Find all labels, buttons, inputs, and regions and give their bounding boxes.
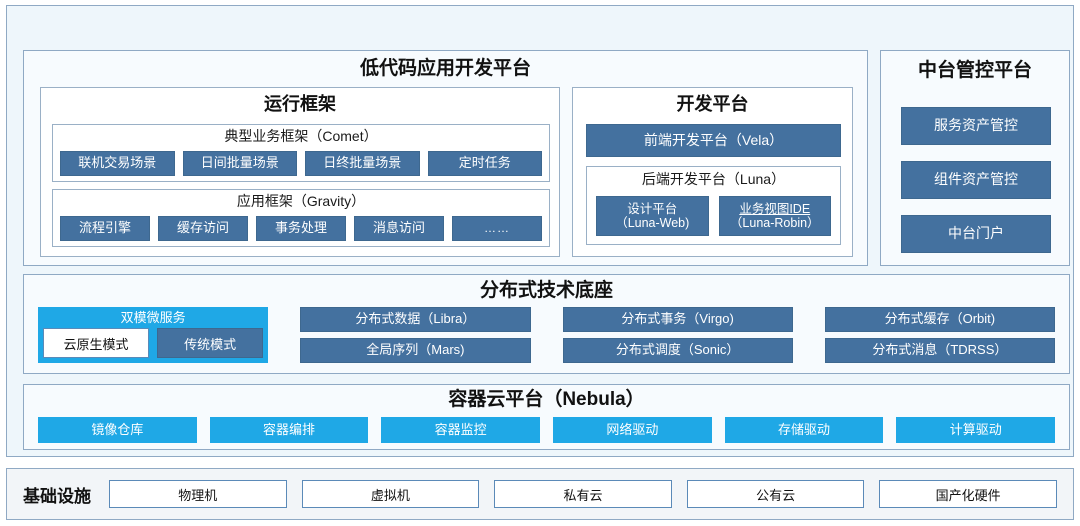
luna-items: 设计平台 （Luna-Web) 业务视图IDE （Luna-Robin） bbox=[596, 196, 831, 236]
gravity-header: 应用框架（Gravity） bbox=[236, 193, 366, 209]
distributed-transaction-virgo[interactable]: 分布式事务（Virgo) bbox=[562, 307, 793, 332]
dual-mode-cloud-native[interactable]: 云原生模式 bbox=[43, 328, 150, 358]
lowcode-platform-panel: 低代码应用开发平台 运行框架 典型业务框架（Comet） 联机交易场景 日间批量… bbox=[23, 50, 868, 266]
gravity-items: 流程引擎 缓存访问 事务处理 消息访问 …… bbox=[60, 216, 542, 241]
gravity-item-transaction[interactable]: 事务处理 bbox=[256, 216, 346, 241]
distributed-col-3: 分布式缓存（Orbit) 分布式消息（TDRSS） bbox=[824, 307, 1055, 363]
comet-item-daytime-batch[interactable]: 日间批量场景 bbox=[182, 151, 297, 176]
luna-header: 后端开发平台（Luna） bbox=[641, 171, 786, 187]
dual-mode-options: 云原生模式 传统模式 bbox=[43, 328, 264, 358]
luna-design-line2: （Luna-Web) bbox=[615, 216, 690, 230]
distributed-base-grid: 双模微服务 云原生模式 传统模式 分布式数据（Libra） 全局序列（Mars)… bbox=[38, 307, 1055, 363]
infrastructure-items: 物理机 虚拟机 私有云 公有云 国产化硬件 bbox=[109, 480, 1057, 508]
runtime-framework-header: 运行框架 bbox=[264, 94, 336, 114]
container-cloud-header: 容器云平台（Nebula） bbox=[448, 389, 645, 410]
container-item-orchestration[interactable]: 容器编排 bbox=[209, 417, 369, 443]
container-item-compute-driver[interactable]: 计算驱动 bbox=[896, 417, 1056, 443]
gravity-panel: 应用框架（Gravity） 流程引擎 缓存访问 事务处理 消息访问 …… bbox=[52, 189, 550, 247]
lowcode-platform-header: 低代码应用开发平台 bbox=[359, 58, 531, 79]
dual-mode-microservice-box[interactable]: 双模微服务 云原生模式 传统模式 bbox=[38, 307, 269, 363]
platform-frame: 低代码应用开发平台 运行框架 典型业务框架（Comet） 联机交易场景 日间批量… bbox=[6, 5, 1074, 457]
distributed-col-1: 分布式数据（Libra） 全局序列（Mars) bbox=[300, 307, 531, 363]
distributed-col-2: 分布式事务（Virgo) 分布式调度（Sonic） bbox=[562, 307, 793, 363]
infra-item-physical-machine[interactable]: 物理机 bbox=[109, 480, 287, 508]
dev-platform-backend-panel: 后端开发平台（Luna） 设计平台 （Luna-Web) 业务视图IDE （Lu… bbox=[586, 166, 841, 245]
comet-items: 联机交易场景 日间批量场景 日终批量场景 定时任务 bbox=[60, 151, 542, 176]
container-item-storage-driver[interactable]: 存储驱动 bbox=[724, 417, 884, 443]
luna-design-line1: 设计平台 bbox=[627, 202, 678, 216]
comet-header: 典型业务框架（Comet） bbox=[224, 128, 378, 144]
infrastructure-label: 基础设施 bbox=[23, 486, 91, 506]
distributed-base-panel: 分布式技术底座 双模微服务 云原生模式 传统模式 分布式数据（Libra） 全局… bbox=[23, 274, 1070, 374]
runtime-framework-panel: 运行框架 典型业务框架（Comet） 联机交易场景 日间批量场景 日终批量场景 … bbox=[40, 87, 560, 257]
midplatform-item-portal[interactable]: 中台门户 bbox=[901, 215, 1051, 253]
midplatform-item-service-asset[interactable]: 服务资产管控 bbox=[901, 107, 1051, 145]
distributed-base-header: 分布式技术底座 bbox=[479, 280, 613, 301]
luna-ide-line2: （Luna-Robin） bbox=[729, 216, 820, 230]
dual-mode-traditional[interactable]: 传统模式 bbox=[157, 328, 264, 358]
container-cloud-items: 镜像仓库 容器编排 容器监控 网络驱动 存储驱动 计算驱动 bbox=[38, 417, 1056, 443]
dual-mode-title: 双模微服务 bbox=[120, 310, 186, 325]
luna-item-business-view-ide[interactable]: 业务视图IDE （Luna-Robin） bbox=[718, 196, 831, 236]
comet-item-eod-batch[interactable]: 日终批量场景 bbox=[305, 151, 420, 176]
infra-item-domestic-hardware[interactable]: 国产化硬件 bbox=[879, 480, 1057, 508]
distributed-cache-orbit[interactable]: 分布式缓存（Orbit) bbox=[824, 307, 1055, 332]
comet-item-scheduled-task[interactable]: 定时任务 bbox=[427, 151, 542, 176]
gravity-item-cache-access[interactable]: 缓存访问 bbox=[158, 216, 248, 241]
container-item-monitoring[interactable]: 容器监控 bbox=[381, 417, 541, 443]
luna-item-design-platform[interactable]: 设计平台 （Luna-Web) bbox=[596, 196, 709, 236]
dev-platform-panel: 开发平台 前端开发平台（Vela） 后端开发平台（Luna） 设计平台 （Lun… bbox=[572, 87, 853, 257]
infrastructure-frame: 基础设施 物理机 虚拟机 私有云 公有云 国产化硬件 bbox=[6, 468, 1074, 520]
comet-panel: 典型业务框架（Comet） 联机交易场景 日间批量场景 日终批量场景 定时任务 bbox=[52, 124, 550, 182]
dev-platform-header: 开发平台 bbox=[676, 94, 749, 114]
distributed-message-tdrss[interactable]: 分布式消息（TDRSS） bbox=[824, 338, 1055, 363]
gravity-item-process-engine[interactable]: 流程引擎 bbox=[60, 216, 150, 241]
gravity-item-message-access[interactable]: 消息访问 bbox=[354, 216, 444, 241]
distributed-data-libra[interactable]: 分布式数据（Libra） bbox=[300, 307, 531, 332]
luna-ide-line1: 业务视图IDE bbox=[739, 202, 811, 216]
midplatform-item-component-asset[interactable]: 组件资产管控 bbox=[901, 161, 1051, 199]
midplatform-panel: 中台管控平台 服务资产管控 组件资产管控 中台门户 bbox=[880, 50, 1070, 266]
midplatform-header: 中台管控平台 bbox=[917, 60, 1032, 81]
comet-item-online-trade[interactable]: 联机交易场景 bbox=[60, 151, 175, 176]
infra-item-private-cloud[interactable]: 私有云 bbox=[494, 480, 672, 508]
distributed-scheduling-sonic[interactable]: 分布式调度（Sonic） bbox=[562, 338, 793, 363]
infra-item-virtual-machine[interactable]: 虚拟机 bbox=[301, 480, 480, 508]
infra-item-public-cloud[interactable]: 公有云 bbox=[686, 480, 865, 508]
container-item-image-registry[interactable]: 镜像仓库 bbox=[38, 417, 197, 443]
dev-platform-frontend-vela[interactable]: 前端开发平台（Vela） bbox=[586, 124, 841, 157]
container-item-network-driver[interactable]: 网络驱动 bbox=[553, 417, 712, 443]
container-cloud-panel: 容器云平台（Nebula） 镜像仓库 容器编排 容器监控 网络驱动 存储驱动 计… bbox=[23, 384, 1070, 450]
gravity-item-more[interactable]: …… bbox=[452, 216, 542, 241]
global-sequence-mars[interactable]: 全局序列（Mars) bbox=[300, 338, 531, 363]
